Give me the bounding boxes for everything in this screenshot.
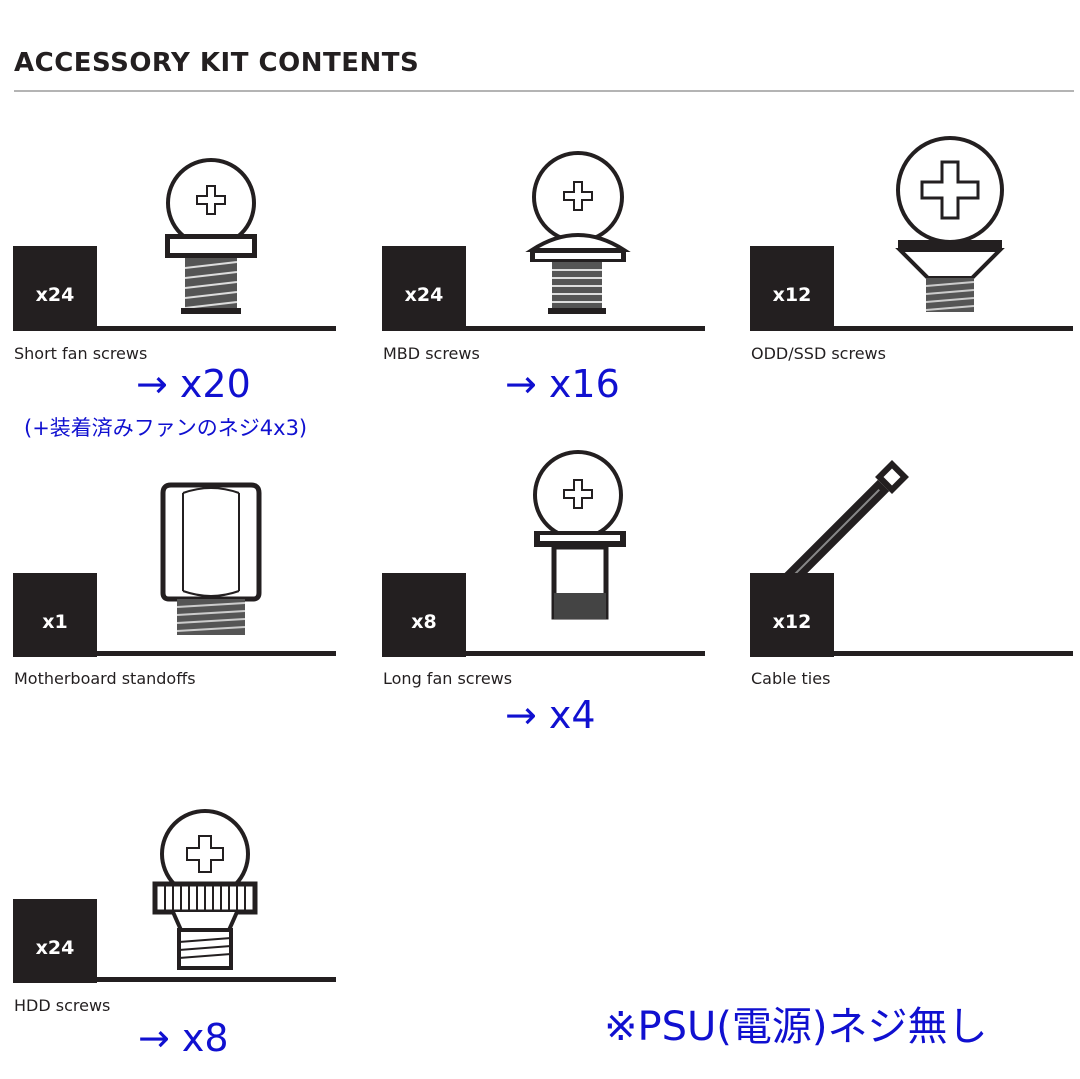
baseline-bar [13,326,336,331]
hdd-screw-icon [152,809,258,970]
item-label: Short fan screws [14,344,148,363]
baseline-bar [13,651,336,656]
item-label: ODD/SSD screws [751,344,886,363]
motherboard-standoff-icon [160,482,262,635]
item-label: HDD screws [14,996,111,1015]
short-fan-screw-icon [165,158,257,314]
psu-screws-not-included-note: ※PSU(電源)ネジ無し [604,1004,988,1050]
count-badge: x12 [750,573,834,657]
count-badge: x1 [13,573,97,657]
count-badge: x8 [382,573,466,657]
count-badge: x24 [13,899,97,983]
adjusted-count-note: → x8 [138,1016,229,1060]
long-fan-screw-icon [533,450,626,620]
item-label: Cable ties [751,669,831,688]
item-label: Motherboard standoffs [14,669,196,688]
title-divider [14,90,1074,92]
page-title: ACCESSORY KIT CONTENTS [14,48,420,78]
installed-fan-screws-note: (+装着済みファンのネジ4x3) [24,416,308,440]
adjusted-count-note: → x16 [505,362,620,406]
mbd-screw-icon [525,151,631,314]
item-label: MBD screws [383,344,480,363]
baseline-bar [382,651,705,656]
item-label: Long fan screws [383,669,513,688]
count-badge: x24 [13,246,97,330]
baseline-bar [382,326,705,331]
odd-ssd-screw-icon [895,136,1005,312]
baseline-bar [750,326,1073,331]
count-badge: x24 [382,246,466,330]
baseline-bar [13,977,336,982]
adjusted-count-note: → x20 [136,362,251,406]
adjusted-count-note: → x4 [505,693,596,737]
baseline-bar [750,651,1073,656]
count-badge: x12 [750,246,834,330]
